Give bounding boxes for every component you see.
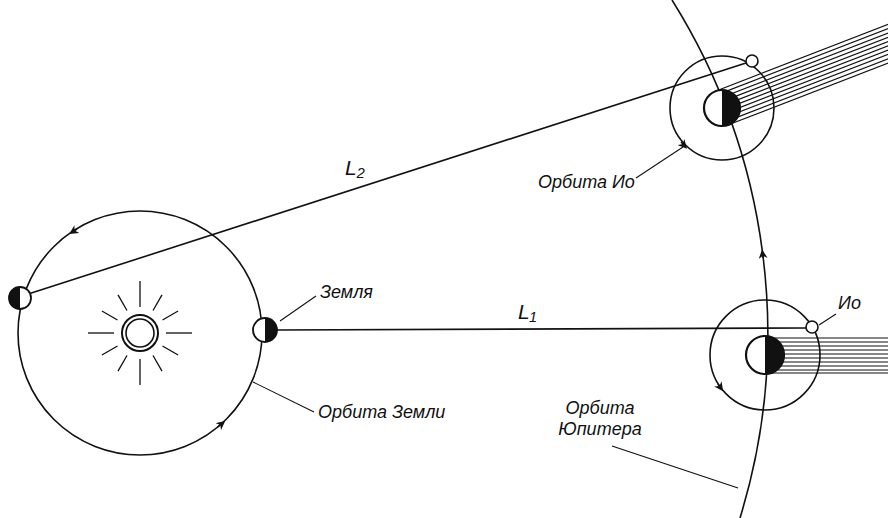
earth-dark-side [265,318,277,342]
io [746,55,758,67]
io [806,321,818,333]
leader-lines [253,147,836,488]
sun [122,315,158,351]
orbit-arrow [73,229,77,232]
planet-label: Земля [320,282,373,303]
io-orbit [670,56,774,160]
orbit-label: Орбита Ио [538,172,635,193]
light-path [22,63,746,296]
earth [9,287,31,309]
earth-dark-side [9,287,20,309]
earth-orbit [18,211,262,455]
io-orbit [710,300,820,410]
orbit-arrow [762,254,764,258]
jupiter-shadow [716,19,888,125]
orbit-arrow [218,424,222,427]
moon-label: Ио [838,293,861,314]
orbit-arrow [718,384,721,388]
orbit-arrow [681,142,684,145]
jupiter-orbit [672,0,768,518]
sun-rays [88,281,192,385]
orbit-label: Орбита Земли [318,402,445,423]
jupiter-dark-side [765,336,784,374]
distance-label: L₂ [345,156,365,180]
earth [253,318,277,342]
jupiter [704,90,740,126]
distance-label: L₁ [518,300,536,324]
sun [126,319,154,347]
light-path [277,328,806,330]
jupiter [746,336,784,374]
jupiter-dark-side [722,90,740,126]
orbit-label: Орбита Юпитера [548,398,652,439]
